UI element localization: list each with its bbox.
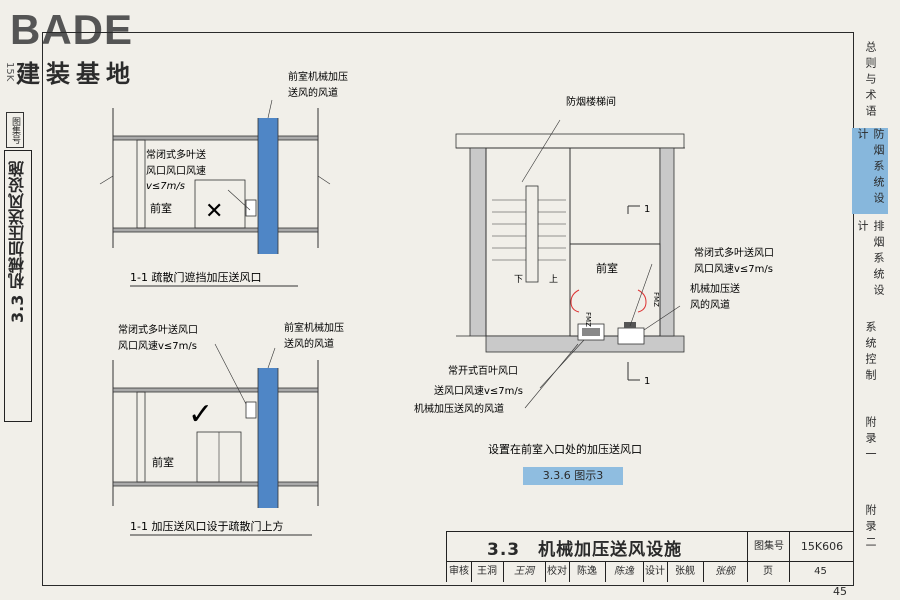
louver-label-2: 送风口风速v≤7m/s — [434, 384, 523, 397]
tujihao-label: 图集号 — [747, 532, 790, 562]
section-marker-top: 1 — [644, 204, 650, 215]
tab-smoke-exhaust[interactable]: 排烟系统设计 — [856, 220, 885, 300]
plan-duct-label-1: 机械加压送 — [690, 282, 740, 295]
bottom-duct-label-2: 送风的风道 — [284, 337, 334, 350]
top-duct-label-1: 前室机械加压 — [288, 70, 348, 83]
cross-mark: ✕ — [205, 199, 223, 224]
stair-down-label: 下 — [514, 275, 523, 285]
louver-label-3: 机械加压送风的风道 — [414, 402, 504, 415]
top-caption: 1-1 疏散门遮挡加压送风口 — [130, 270, 261, 284]
tab-appendix-2[interactable]: 附录二 — [864, 504, 877, 552]
top-vent-label-3: v≤7m/s — [146, 181, 185, 192]
diagram-right-plan: 防烟楼梯间 前室 下 上 1 1 FMZ FMZ 常闭式多叶送风口 风口风速v≤… — [414, 95, 774, 456]
margin-number: 15K — [4, 62, 15, 82]
review-label: 审核 — [447, 562, 472, 582]
tab-general[interactable]: 总则与术语 — [864, 41, 877, 121]
margin-tujihao-label: 图集号 — [6, 112, 24, 148]
tab-system-control[interactable]: 系统控制 — [864, 321, 877, 385]
check-label: 校对 — [545, 562, 570, 582]
top-room-label: 前室 — [150, 201, 172, 215]
logo-chinese-text: 建装基地 — [16, 60, 136, 88]
page-number: 45 — [833, 585, 847, 598]
plan-duct-label-2: 风的风道 — [690, 298, 730, 311]
bottom-vent-label-2: 风口风速v≤7m/s — [118, 340, 197, 352]
vent-bottom — [245, 401, 257, 419]
fmz-right: FMZ — [652, 292, 660, 307]
stair-label: 防烟楼梯间 — [566, 95, 616, 108]
plan-caption: 设置在前室入口处的加压送风口 — [488, 442, 642, 456]
bottom-room-label: 前室 — [152, 455, 174, 469]
review-name: 王洞 — [471, 562, 504, 582]
drawing-frame — [42, 32, 854, 586]
logo-brand-text: BADE — [10, 6, 134, 53]
review-signature: 王洞 — [503, 562, 546, 582]
section-tab: 3.3 机械加压送风设施 — [4, 150, 32, 422]
duct-top — [258, 118, 278, 254]
tujihao-value: 15K606 — [789, 532, 854, 562]
bottom-caption: 1-1 加压送风口设于疏散门上方 — [130, 519, 283, 533]
design-label: 设计 — [643, 562, 668, 582]
plan-vent-label-1: 常闭式多叶送风口 — [694, 246, 774, 259]
check-mark: ✓ — [188, 397, 213, 432]
page-value: 45 — [814, 566, 827, 577]
diagram-bottom-left: 常闭式多叶送风口 风口风速v≤7m/s 前室机械加压 送风的风道 前室 ✓ 1-… — [112, 321, 344, 536]
figure-label: 3.3.6 图示3 — [523, 467, 623, 485]
tab-smoke-prevention[interactable]: 防烟系统设计 — [852, 128, 888, 214]
title-block-title: 3.3 机械加压送风设施 — [487, 540, 683, 560]
tab-appendix-1[interactable]: 附录一 — [864, 416, 877, 464]
title-block: 3.3 机械加压送风设施 图集号 15K606 审核 王洞 王洞 校对 陈逸 陈… — [446, 531, 854, 584]
plan-vent-label-2: 风口风速v≤7m/s — [694, 263, 773, 275]
diagram-top-left: 前室机械加压 送风的风道 常闭式多叶送 风口风口风速 v≤7m/s 前室 ✕ 1… — [99, 70, 348, 287]
check-signature: 陈逸 — [605, 562, 644, 582]
check-name: 陈逸 — [569, 562, 606, 582]
top-vent-label-2: 风口风口风速 — [146, 165, 206, 177]
plan-room-label: 前室 — [596, 261, 618, 275]
bottom-duct-label-1: 前室机械加压 — [284, 321, 344, 334]
left-margin: 15K 图集号 3.3 机械加压送风设施 — [0, 0, 42, 600]
duct-bottom — [258, 368, 278, 508]
top-vent-label-1: 常闭式多叶送 — [146, 148, 206, 161]
fmz-left: FMZ — [584, 312, 592, 327]
top-duct-label-2: 送风的风道 — [288, 86, 338, 99]
louver-label-1: 常开式百叶风口 — [448, 364, 518, 377]
stair-up-label: 上 — [549, 274, 558, 285]
design-signature: 张舰 — [703, 562, 748, 582]
brand-logo: BADE 建装基地 — [8, 6, 184, 88]
chapter-tabs: 总则与术语 防烟系统设计 排烟系统设计 系统控制 附录一 附录二 — [852, 32, 888, 584]
vent-top — [245, 199, 257, 217]
design-name: 张舰 — [667, 562, 704, 582]
section-marker-bottom: 1 — [644, 376, 650, 387]
page-label: 页 — [747, 562, 790, 582]
bottom-vent-label-1: 常闭式多叶送风口 — [118, 323, 198, 336]
